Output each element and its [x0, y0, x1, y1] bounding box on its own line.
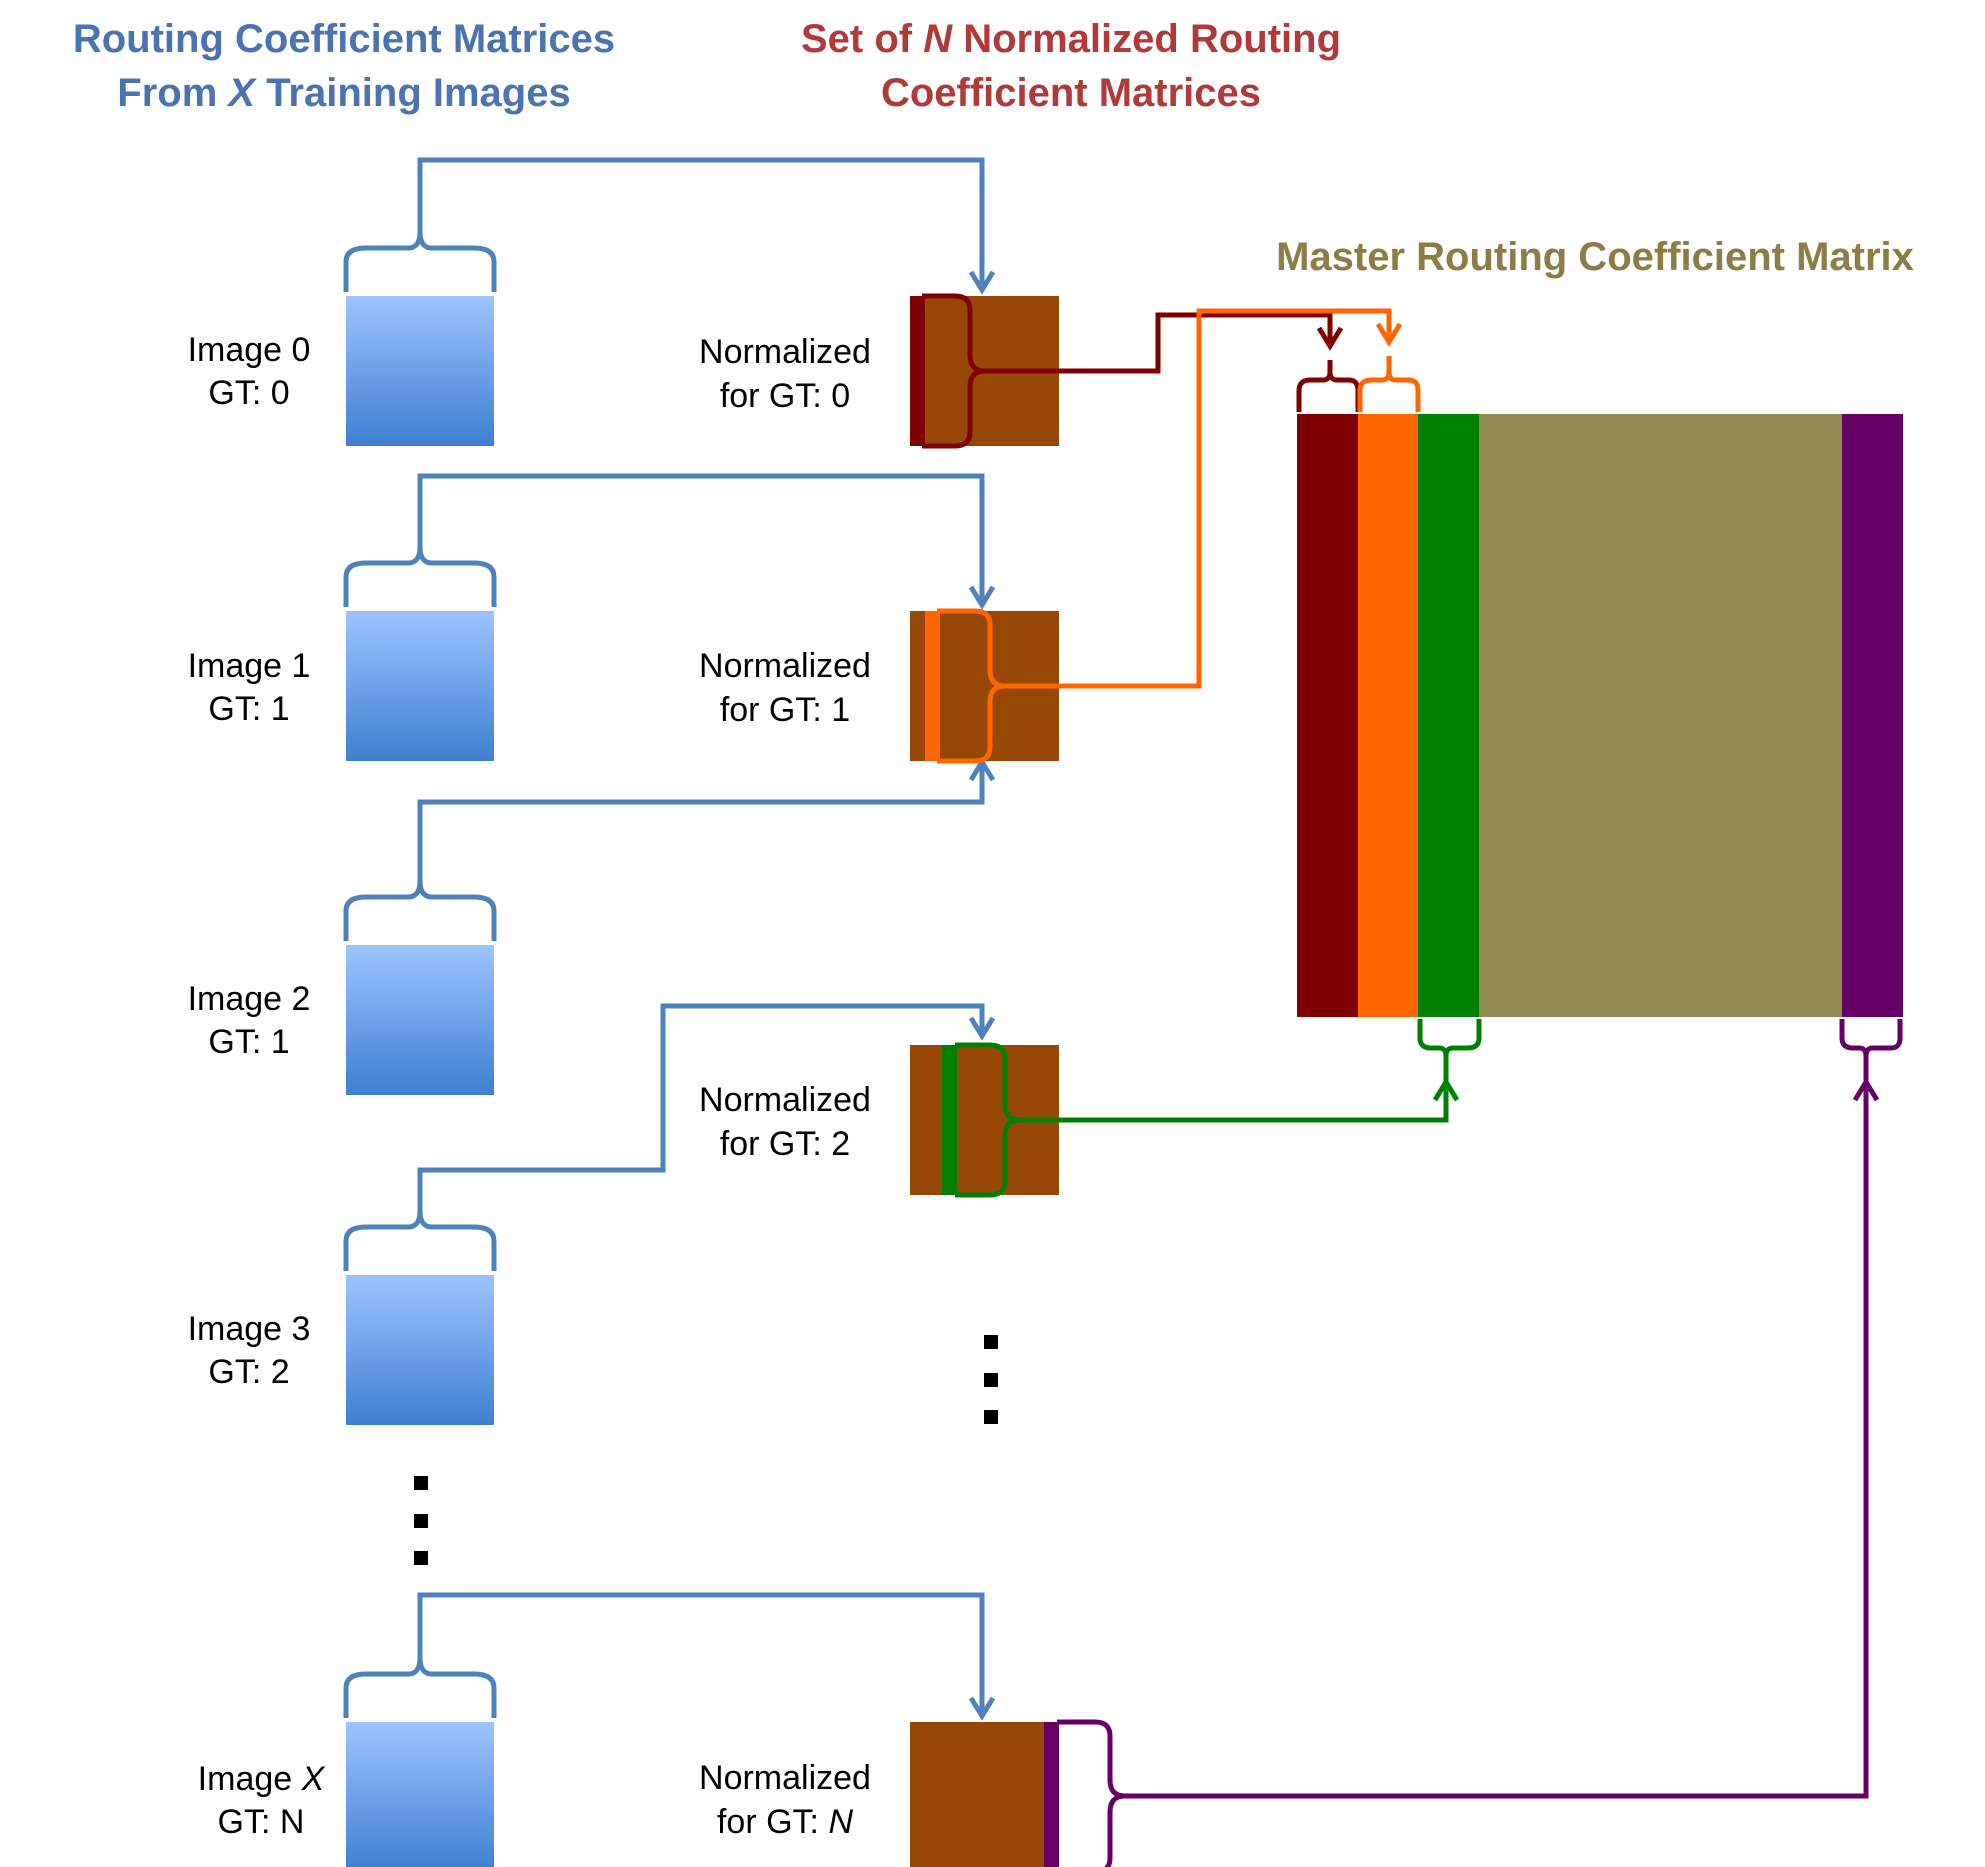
arrowhead-to-gt2 [968, 1016, 996, 1041]
image-2-label: Image 2 [188, 980, 311, 1018]
image-1-label: Image 1 [188, 647, 311, 685]
normalized-2-column [942, 1045, 957, 1195]
brace-master-gtN [1839, 1019, 1903, 1082]
brace-normalized-1 [937, 608, 1038, 764]
image-block-1 [346, 611, 494, 761]
brace-image-3 [343, 1210, 497, 1271]
image-block-2 [346, 945, 494, 1095]
master-column-gt2 [1418, 414, 1479, 1017]
connector-image-2 [417, 762, 985, 881]
master-column-gt1 [1358, 414, 1418, 1017]
normalized-n-line2: for GT: N [717, 1803, 853, 1841]
arrowhead-master-gt0 [1316, 326, 1344, 351]
normalized-1-line2: for GT: 1 [720, 691, 850, 729]
normalized-1-column [925, 611, 940, 761]
connector-gt0-to-master [1018, 312, 1333, 374]
middle-header-line1: Set of N Normalized Routing [801, 17, 1341, 61]
master-header: Master Routing Coefficient Matrix [1276, 235, 1914, 279]
connector-gt1-to-master [1038, 308, 1392, 689]
normalized-ellipsis [984, 1335, 998, 1424]
image-0-gt: GT: 0 [208, 374, 289, 412]
brace-normalized-2 [955, 1042, 1053, 1198]
normalized-2-line1: Normalized [699, 1081, 871, 1119]
image-block-3 [346, 1275, 494, 1425]
left-header-line1: Routing Coefficient Matrices [73, 17, 615, 61]
brace-master-gt0 [1296, 360, 1361, 412]
normalized-0-column [910, 296, 925, 446]
connector-image-3 [417, 1003, 985, 1211]
brace-image-0 [343, 231, 497, 292]
normalized-0-line1: Normalized [699, 333, 871, 371]
image-3-label: Image 3 [188, 1310, 311, 1348]
connector-gt2-to-master [1053, 1082, 1449, 1123]
brace-normalized-n [1057, 1719, 1158, 1867]
middle-header-line2: Coefficient Matrices [881, 71, 1261, 115]
connector-image-x [417, 1592, 985, 1716]
image-0-label: Image 0 [188, 331, 311, 369]
normalized-n-line1: Normalized [699, 1759, 871, 1797]
brace-normalized-0 [922, 293, 1018, 449]
image-x-gt: GT: N [218, 1803, 305, 1841]
normalized-n-column [1044, 1722, 1059, 1867]
arrowhead-to-gtN [968, 1696, 996, 1721]
arrowhead-to-gt0 [968, 270, 996, 295]
master-column-gt0 [1297, 414, 1358, 1017]
normalized-1-line1: Normalized [699, 647, 871, 685]
brace-master-gt2 [1417, 1019, 1482, 1082]
brace-master-gt1 [1357, 356, 1421, 412]
normalized-2-line2: for GT: 2 [720, 1125, 850, 1163]
image-3-gt: GT: 2 [208, 1353, 289, 1391]
connector-gtN-to-master [1158, 1082, 1869, 1799]
normalized-matrix-n [910, 1722, 1059, 1867]
image-block-0 [346, 296, 494, 446]
image-1-gt: GT: 1 [208, 690, 289, 728]
left-header-line2: From X Training Images [117, 71, 570, 115]
image-block-x [346, 1722, 494, 1867]
image-ellipsis [414, 1476, 428, 1565]
arrowhead-master-gt1 [1375, 322, 1403, 347]
master-column-gtN [1842, 414, 1903, 1017]
brace-image-1 [343, 546, 497, 607]
connector-image-1 [417, 473, 985, 605]
arrowhead-to-gt1 [968, 585, 996, 610]
brace-image-x [343, 1657, 497, 1718]
image-2-gt: GT: 1 [208, 1023, 289, 1061]
image-connectors [417, 157, 985, 1716]
connector-image-0 [417, 157, 985, 290]
brace-image-2 [343, 880, 497, 941]
image-x-label: Image X [198, 1760, 326, 1798]
normalized-0-line2: for GT: 0 [720, 377, 850, 415]
